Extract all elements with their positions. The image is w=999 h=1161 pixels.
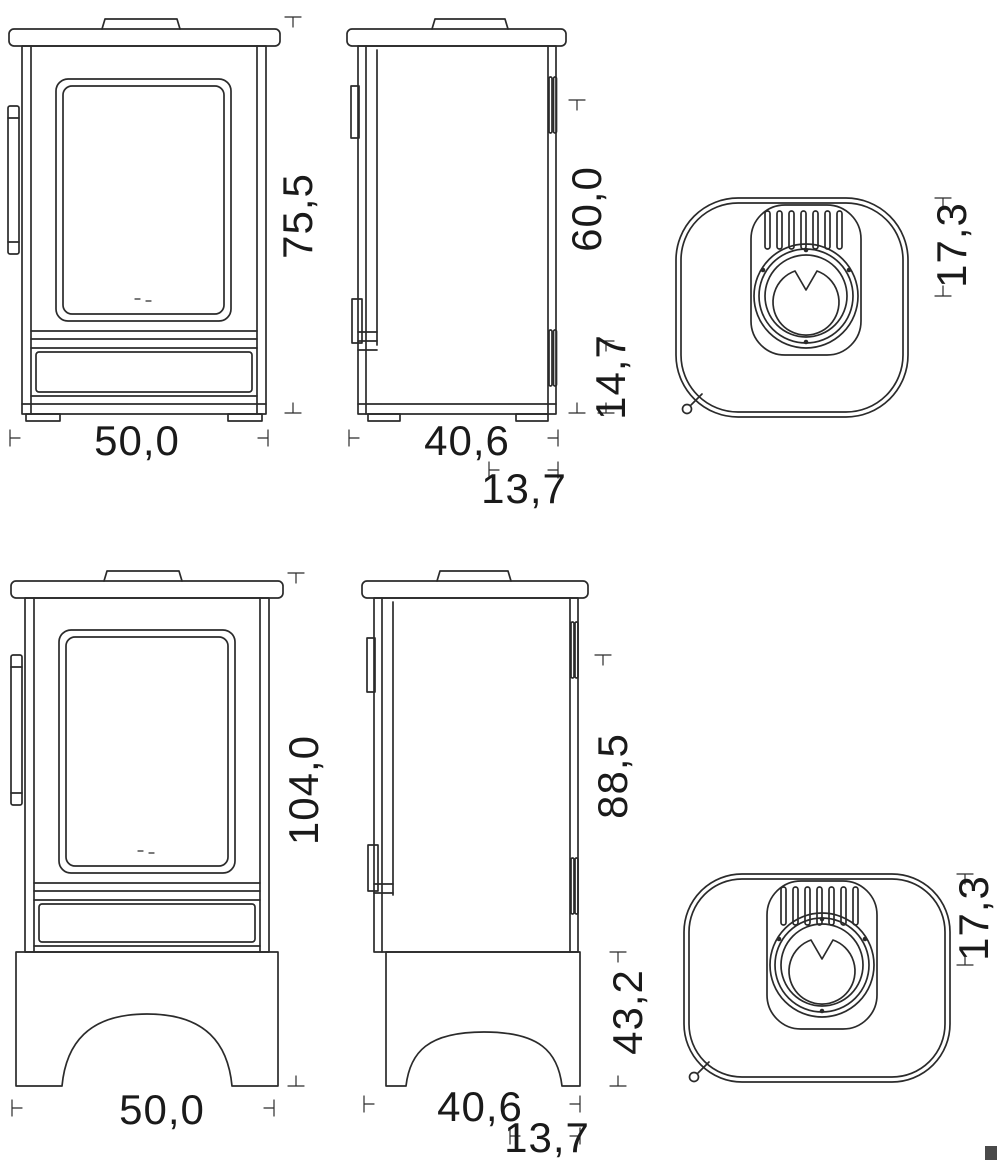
- vent-slot: [552, 329, 558, 387]
- latch-lower: [351, 298, 363, 344]
- top-plate: [10, 580, 284, 599]
- dim-tall-side-flue-offset: 13,7: [504, 1114, 590, 1161]
- ash-drawer: [35, 351, 253, 393]
- stove-body: [21, 45, 267, 415]
- stove-body: [373, 597, 579, 953]
- side-view-tall: [361, 570, 589, 1087]
- door-handle: [10, 654, 23, 806]
- top-plate: [8, 28, 281, 47]
- dim-short-side-upper-height: 60,0: [563, 166, 610, 252]
- hinge-upper: [366, 637, 376, 693]
- flue-opening: [772, 270, 840, 336]
- top-knob: [431, 18, 509, 30]
- side-view-short: [346, 18, 567, 422]
- top-knob: [103, 570, 183, 582]
- latch-lower: [367, 844, 379, 892]
- vent-slot: [574, 857, 579, 915]
- top-knob: [101, 18, 181, 30]
- flue-opening: [788, 939, 856, 1005]
- vent-slot: [552, 76, 558, 134]
- dim-tall-side-lower-height: 43,2: [604, 969, 651, 1055]
- front-view-short: [7, 18, 281, 422]
- stove-body: [24, 597, 270, 953]
- stove-body: [357, 45, 557, 415]
- dim-short-side-depth: 40,6: [424, 417, 510, 464]
- dim-tall-front-height: 104,0: [280, 734, 327, 846]
- flue-collar: [769, 912, 875, 1018]
- vent-slot: [548, 76, 553, 134]
- collar-screws: [760, 247, 852, 345]
- vent-slot: [574, 621, 579, 679]
- flue-plate: [750, 204, 862, 356]
- dim-tall-top-flue-distance: 17,3: [950, 875, 997, 961]
- top-vent-grille: [780, 886, 859, 926]
- foot-back: [515, 413, 549, 422]
- top-view-tall: [683, 873, 951, 1083]
- foot-front: [367, 413, 401, 422]
- front-view-tall: [10, 570, 284, 1087]
- foot-left: [25, 413, 61, 422]
- dim-tall-side-depth: 40,6: [437, 1083, 523, 1130]
- door-handle-knob: [681, 403, 693, 415]
- top-knob: [436, 570, 512, 582]
- flue-plate: [766, 880, 878, 1030]
- top-vent-grille: [764, 210, 843, 250]
- pedestal-base: [385, 951, 581, 1087]
- scan-artifact: [985, 1146, 997, 1160]
- dim-short-side-lower-height: 14,7: [587, 334, 634, 420]
- top-outline: [683, 873, 951, 1083]
- door-handle: [7, 105, 20, 255]
- vent-slot: [548, 329, 553, 387]
- dim-short-side-flue-offset: 13,7: [481, 465, 567, 512]
- dimension-ticks: [9, 16, 974, 1145]
- door-window: [55, 78, 232, 322]
- hinge-upper: [350, 85, 360, 139]
- vent-slot: [570, 857, 575, 915]
- dim-tall-side-upper-height: 88,5: [589, 733, 636, 819]
- vent-slot: [570, 621, 575, 679]
- dim-short-front-height: 75,5: [274, 173, 321, 259]
- flue-collar: [753, 243, 859, 349]
- foot-right: [227, 413, 263, 422]
- top-plate: [346, 28, 567, 47]
- collar-screws: [776, 916, 868, 1014]
- dim-tall-front-width: 50,0: [119, 1086, 205, 1133]
- top-plate: [361, 580, 589, 599]
- top-view-short: [675, 197, 909, 418]
- door-handle-knob: [688, 1071, 700, 1083]
- top-outline: [675, 197, 909, 418]
- door-window: [58, 629, 236, 874]
- ash-drawer: [38, 903, 256, 943]
- dim-short-top-flue-distance: 17,3: [928, 202, 975, 288]
- pedestal-base: [15, 951, 279, 1087]
- dim-short-front-width: 50,0: [94, 417, 180, 464]
